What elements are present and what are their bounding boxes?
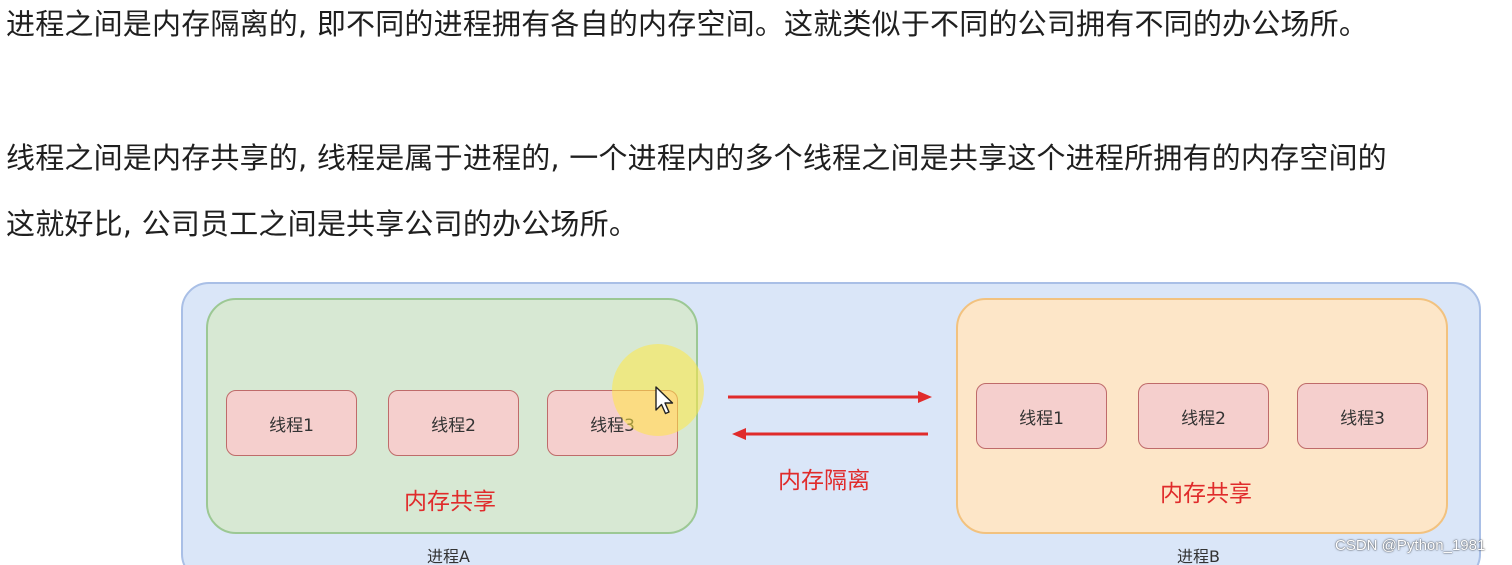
csdn-watermark: CSDN @Python_1981 <box>1335 537 1486 554</box>
process-b-thread-1: 线程1 <box>976 383 1107 449</box>
paragraph-thread-sharing: 线程之间是内存共享的, 线程是属于进程的, 一个进程内的多个线程之间是共享这个进… <box>6 141 1387 175</box>
memory-isolation-arrows <box>728 391 932 440</box>
process-a-name: 进程A <box>427 547 470 565</box>
paragraph-process-isolation: 进程之间是内存隔离的, 即不同的进程拥有各自的内存空间。这就类似于不同的公司拥有… <box>6 7 1369 41</box>
mouse-pointer-icon <box>655 386 674 415</box>
process-b-thread-3: 线程3 <box>1297 383 1428 449</box>
memory-isolation-label: 内存隔离 <box>778 468 870 494</box>
process-a-thread-2: 线程2 <box>388 390 519 456</box>
process-b-memory-share-label: 内存共享 <box>1160 481 1252 507</box>
arrow-right-icon <box>728 391 932 403</box>
process-b-thread-2: 线程2 <box>1138 383 1269 449</box>
arrow-left-icon <box>732 428 928 440</box>
process-a-thread-1: 线程1 <box>226 390 357 456</box>
process-b-name: 进程B <box>1177 547 1220 565</box>
process-a-memory-share-label: 内存共享 <box>404 489 496 515</box>
paragraph-analogy: 这就好比, 公司员工之间是共享公司的办公场所。 <box>6 207 639 241</box>
